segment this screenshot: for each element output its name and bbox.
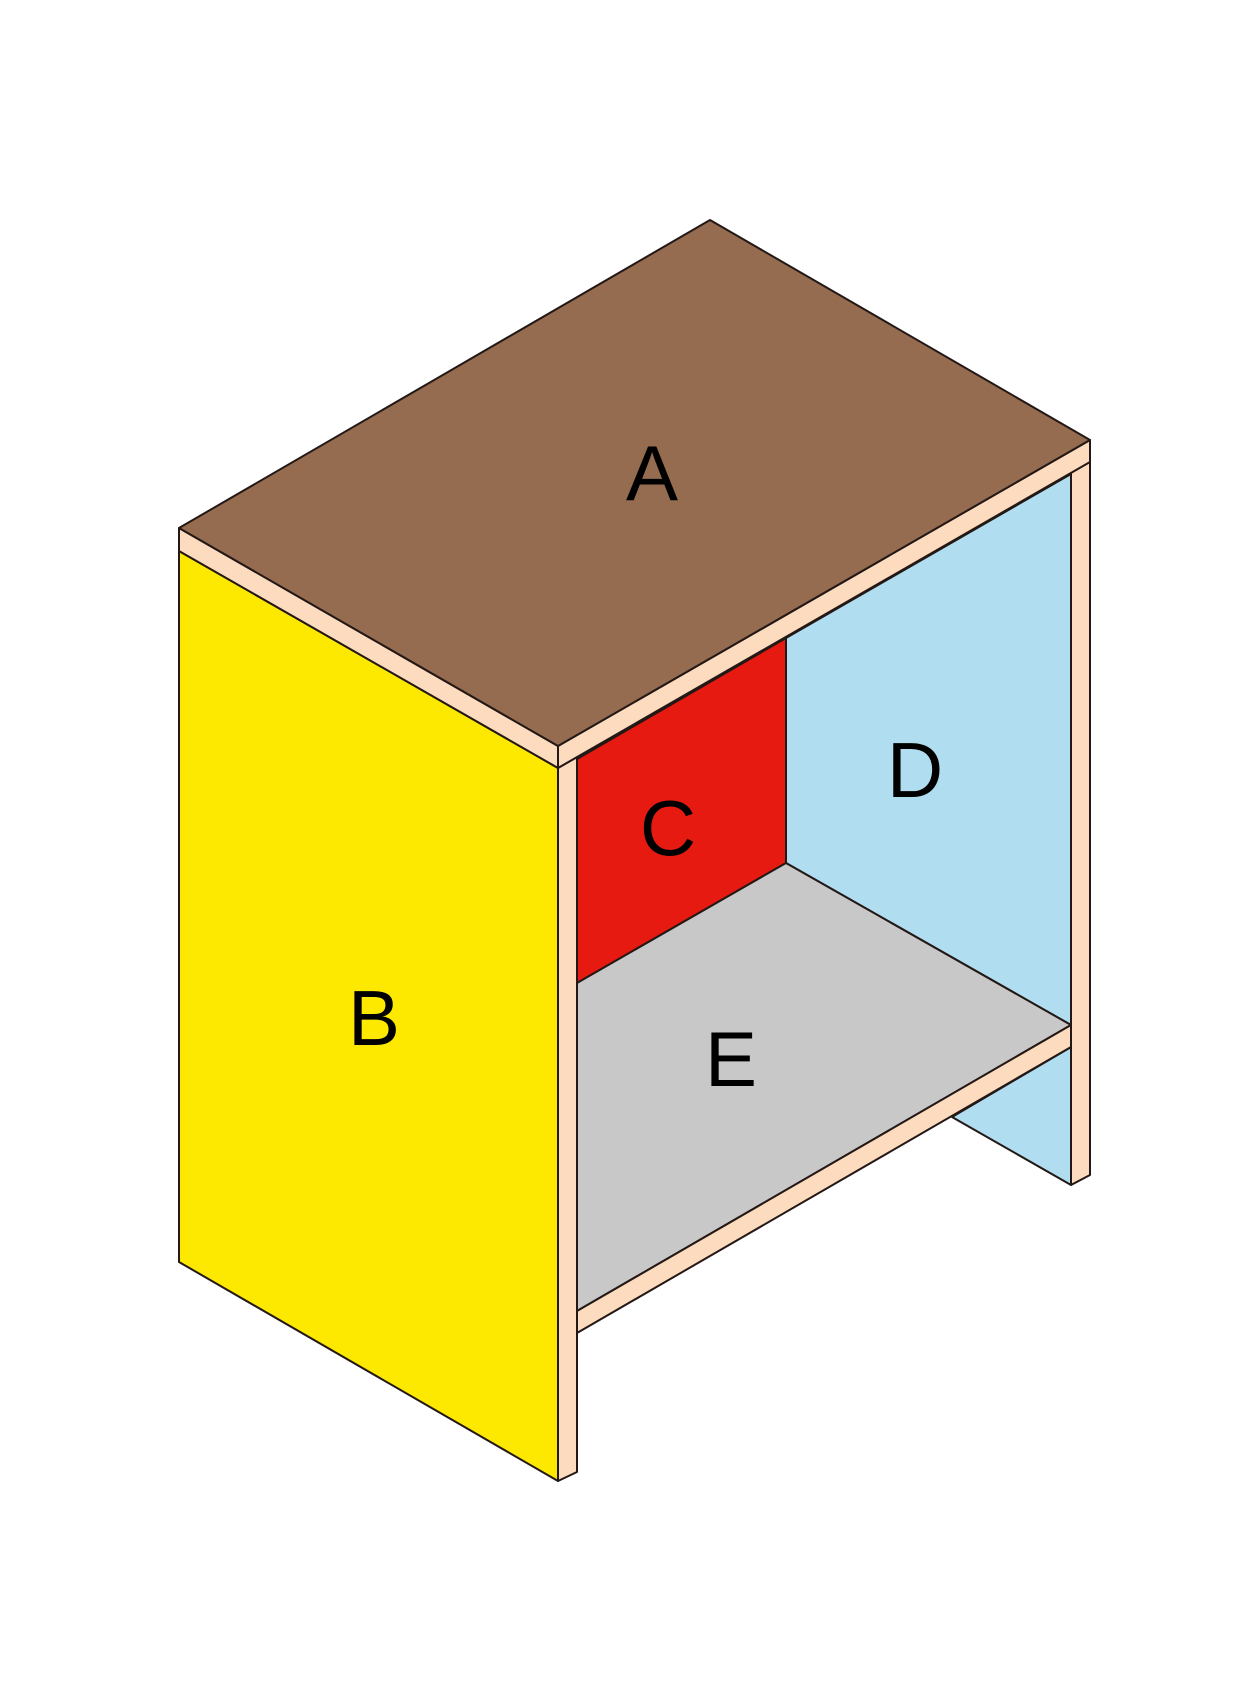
label-b: B: [348, 974, 400, 1062]
label-a: A: [626, 429, 678, 517]
right-post: [1070, 450, 1091, 1186]
panel-a: [178, 219, 1091, 747]
front-post: [557, 756, 578, 1482]
label-e: E: [705, 1015, 757, 1103]
label-c: C: [640, 784, 696, 872]
label-d: D: [887, 726, 943, 814]
